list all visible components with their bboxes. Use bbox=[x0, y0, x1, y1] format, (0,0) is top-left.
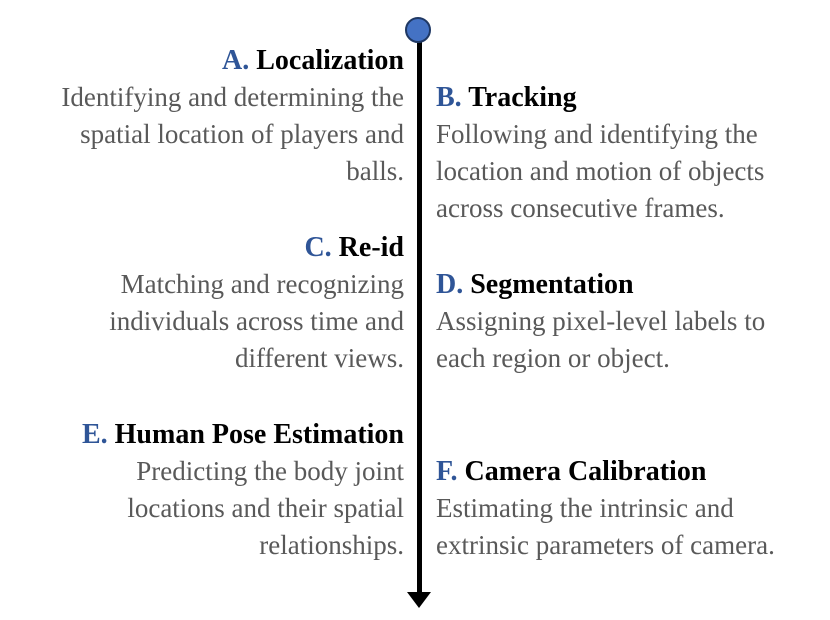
item-title: B. Tracking bbox=[436, 79, 830, 116]
item-desc-line: location and motion of objects bbox=[436, 156, 765, 186]
item-desc-line: Predicting the body joint bbox=[136, 456, 404, 486]
item-desc-line: Estimating the intrinsic and bbox=[436, 493, 734, 523]
item-desc-line: relationships. bbox=[259, 530, 404, 560]
item-human-pose-estimation: E. Human Pose Estimation Predicting the … bbox=[4, 416, 404, 564]
item-title-text: Tracking bbox=[468, 82, 577, 113]
item-desc-line: locations and their spatial bbox=[127, 493, 404, 523]
item-letter: C. bbox=[304, 232, 332, 263]
item-desc-line: each region or object. bbox=[436, 343, 670, 373]
item-desc-line: across consecutive frames. bbox=[436, 193, 725, 223]
item-title-text: Localization bbox=[256, 45, 404, 76]
item-title-text: Segmentation bbox=[470, 269, 634, 300]
item-re-id: C. Re-id Matching and recognizing indivi… bbox=[4, 229, 404, 377]
item-desc-line: Assigning pixel-level labels to bbox=[436, 306, 766, 336]
item-segmentation: D. Segmentation Assigning pixel-level la… bbox=[436, 266, 830, 377]
item-desc-line: different views. bbox=[235, 343, 404, 373]
item-desc-line: Following and identifying the bbox=[436, 119, 758, 149]
item-title: C. Re-id bbox=[4, 229, 404, 266]
item-desc-line: Matching and recognizing bbox=[120, 269, 404, 299]
item-camera-calibration: F. Camera Calibration Estimating the int… bbox=[436, 453, 830, 564]
item-title-text: Camera Calibration bbox=[464, 456, 707, 487]
item-desc-line: balls. bbox=[346, 156, 404, 186]
item-letter: E. bbox=[81, 419, 108, 450]
item-title-text: Human Pose Estimation bbox=[114, 419, 404, 450]
timeline-line bbox=[417, 38, 422, 598]
item-title-text: Re-id bbox=[338, 232, 404, 263]
item-desc-line: individuals across time and bbox=[109, 306, 404, 336]
item-tracking: B. Tracking Following and identifying th… bbox=[436, 79, 830, 227]
item-title: F. Camera Calibration bbox=[436, 453, 830, 490]
item-letter: D. bbox=[436, 269, 464, 300]
item-desc-line: Identifying and determining the bbox=[61, 82, 404, 112]
item-localization: A. Localization Identifying and determin… bbox=[4, 42, 404, 190]
timeline-start-marker bbox=[405, 17, 431, 43]
item-letter: F. bbox=[436, 456, 458, 487]
item-desc-line: spatial location of players and bbox=[80, 119, 404, 149]
item-letter: A. bbox=[222, 45, 250, 76]
item-title: A. Localization bbox=[4, 42, 404, 79]
item-title: E. Human Pose Estimation bbox=[4, 416, 404, 453]
item-title: D. Segmentation bbox=[436, 266, 830, 303]
timeline-arrow-head bbox=[407, 592, 431, 608]
item-desc-line: extrinsic parameters of camera. bbox=[436, 530, 775, 560]
item-letter: B. bbox=[436, 82, 462, 113]
